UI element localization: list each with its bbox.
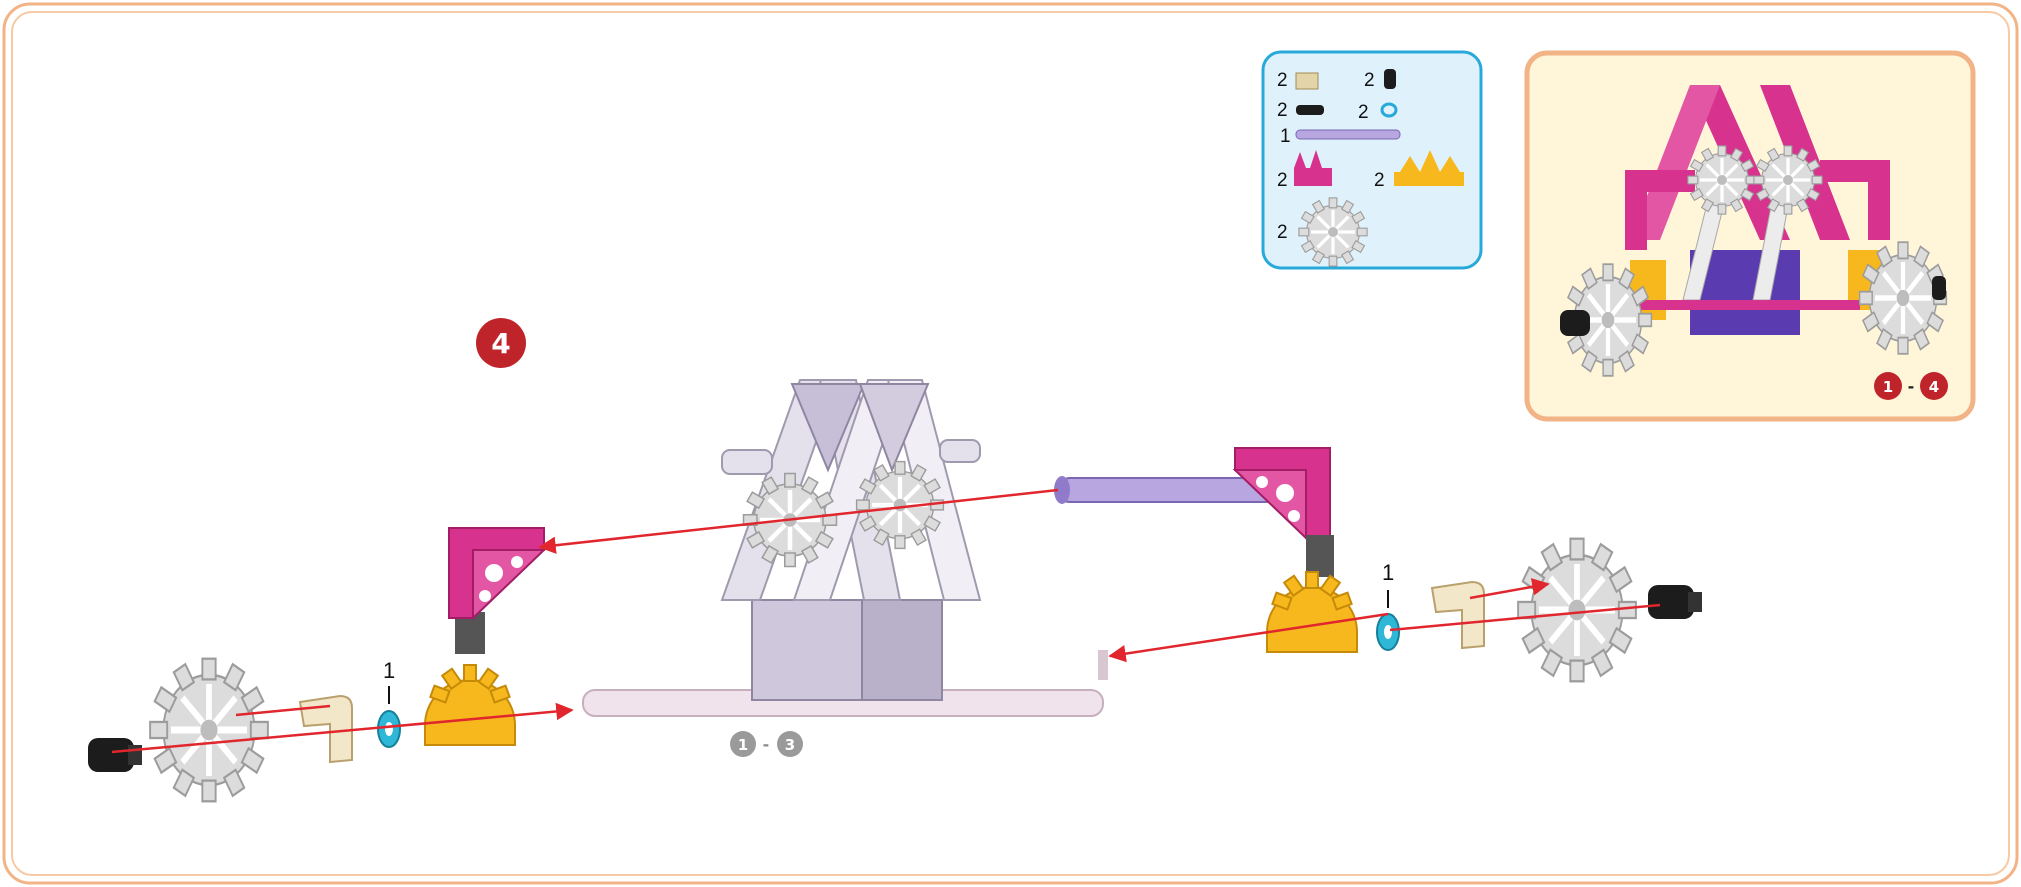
qty-purple-rod: 1: [1280, 126, 1291, 147]
qty-blue-spacer: 2: [1358, 102, 1369, 123]
qty-black-clip: 2: [1364, 70, 1375, 91]
svg-text:-: -: [1908, 377, 1915, 396]
svg-text:3: 3: [785, 736, 795, 754]
step-number-badge: 4: [476, 318, 526, 368]
left-tan-connector: [298, 694, 353, 764]
left-white-gear: [150, 659, 268, 802]
right-spacer-qty: 1: [1382, 560, 1395, 585]
qty-yellow-half-gear: 2: [1374, 170, 1385, 191]
left-spacer-qty: 1: [383, 658, 396, 683]
left-grey-connector: [455, 612, 485, 654]
svg-text:-: -: [763, 735, 770, 754]
pink-corner-icon: [1294, 150, 1332, 186]
center-subassembly: [720, 379, 982, 701]
black-cap-icon: [1296, 105, 1324, 115]
blue-spacer-icon: [1380, 102, 1398, 118]
purple-rod-icon: [1295, 129, 1401, 140]
long-white-rod: [582, 650, 1108, 717]
subassembly-range-label: 1 - 3: [730, 731, 803, 757]
qty-black-cap: 2: [1277, 100, 1288, 121]
preview-range-label: 1 - 4: [1874, 372, 1948, 400]
svg-text:4: 4: [1929, 378, 1939, 396]
right-black-cap: [1648, 585, 1702, 619]
completed-model-preview: [1560, 85, 1946, 376]
qty-pink-corner: 2: [1277, 170, 1288, 191]
yellow-half-gear-icon: [1394, 150, 1464, 186]
qty-white-gear: 2: [1277, 222, 1288, 243]
right-yellow-half-gear: [1266, 571, 1358, 653]
left-black-cap: [88, 738, 142, 772]
assembly-arrows: [111, 488, 1661, 754]
right-grey-connector: [1306, 535, 1334, 577]
svg-text:1: 1: [1883, 378, 1893, 396]
tan-connector-icon: [1295, 72, 1319, 90]
qty-tan-connector: 2: [1277, 70, 1288, 91]
right-blue-spacer: [1376, 613, 1400, 651]
left-yellow-half-gear: [424, 664, 516, 746]
right-tan-connector: [1430, 580, 1485, 650]
step-number: 4: [491, 326, 511, 360]
black-clip-icon: [1384, 69, 1396, 89]
left-pink-corner: [448, 527, 545, 619]
svg-text:1: 1: [738, 736, 748, 754]
left-blue-spacer: [377, 710, 401, 748]
